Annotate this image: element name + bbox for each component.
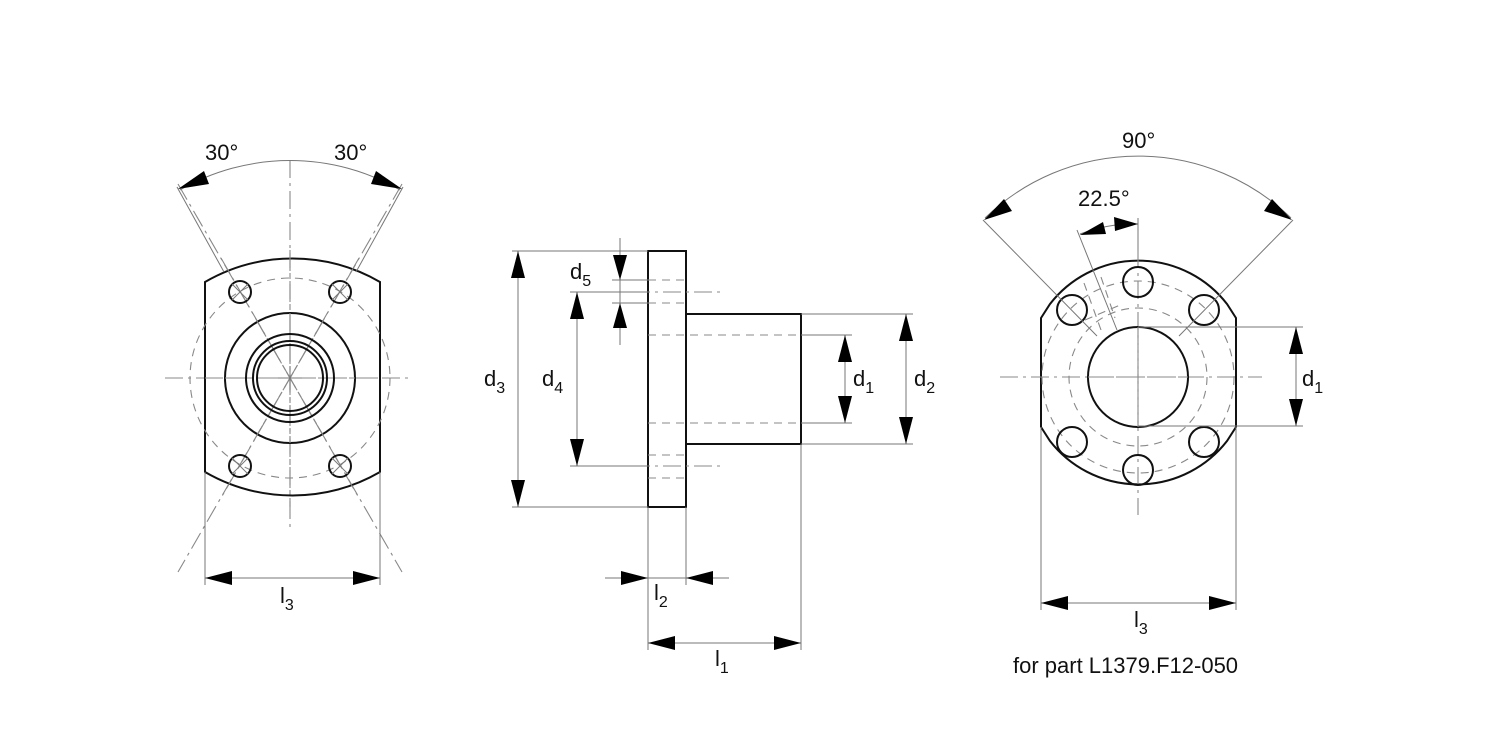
arrowhead — [899, 417, 913, 444]
dim-label-d5: d5 — [570, 259, 591, 290]
arrowhead — [1041, 596, 1068, 610]
side-view: d3 d4 d5 d1 d2 l2 — [484, 238, 935, 677]
dim-label-d3: d3 — [484, 366, 505, 397]
arrowhead — [205, 571, 232, 585]
angle-label-left: 30° — [205, 140, 238, 165]
front-view-left: 30° 30° l3 — [165, 140, 412, 614]
arrowhead — [1289, 399, 1303, 426]
inner-hidden-circle — [1068, 307, 1208, 447]
dim-label-d2: d2 — [914, 366, 935, 397]
bolt-circle — [189, 277, 391, 479]
bolt-hole — [328, 280, 352, 304]
hidden-lines — [648, 279, 801, 479]
angle-label-90: 90° — [1122, 128, 1155, 153]
angle-label-22-5: 22.5° — [1078, 186, 1130, 211]
flange-section — [647, 250, 687, 508]
arrowhead — [613, 303, 627, 328]
dim-label-l2: l2 — [654, 580, 668, 611]
dim-label-d1: d1 — [853, 366, 874, 397]
bolt-hole — [1188, 426, 1220, 458]
bolt-hole — [1056, 294, 1088, 326]
arrowhead — [570, 439, 584, 466]
arrowhead — [1264, 199, 1292, 220]
arrowhead — [899, 314, 913, 341]
angle-arc-90 — [984, 155, 1292, 219]
body-section — [685, 313, 802, 445]
part-caption: for part L1379.F12-050 — [1013, 653, 1238, 678]
angle-extension-line — [1076, 229, 1118, 331]
arrowhead — [613, 255, 627, 280]
arrowhead — [621, 571, 648, 585]
arrowhead — [570, 292, 584, 319]
angle-arc — [179, 160, 401, 191]
bolt-hole — [1056, 426, 1088, 458]
bolt-hole — [1122, 454, 1154, 486]
nut-bore — [256, 344, 324, 412]
hole-crosshairs — [231, 283, 349, 475]
angle-extension-line — [1178, 219, 1294, 337]
nut-middle-ring — [252, 340, 328, 416]
bolt-hole — [1122, 266, 1154, 298]
arrowhead — [1289, 327, 1303, 354]
arrowhead — [511, 251, 525, 278]
bolt-hole — [328, 454, 352, 478]
angle-label-right: 30° — [334, 140, 367, 165]
bolt-hole — [1188, 294, 1220, 326]
nut-outer-ring — [245, 333, 335, 423]
arrowhead — [178, 171, 209, 189]
angle-extension-line — [176, 186, 225, 273]
front-view-right: 90° 22.5° d1 l3 for part L1379.F12-050 — [982, 128, 1323, 678]
dim-label-d1: d1 — [1302, 366, 1323, 397]
bolt-hole — [228, 280, 252, 304]
arrowhead — [353, 571, 380, 585]
bolt-circle — [1041, 280, 1235, 474]
dim-label-l1: l1 — [715, 646, 729, 677]
dim-label-l3: l3 — [280, 583, 294, 614]
arrowhead — [371, 171, 402, 189]
hidden-slot — [1083, 276, 1121, 331]
arrowhead — [511, 480, 525, 507]
angle-extension-line — [982, 219, 1098, 337]
dim-label-d4: d4 — [542, 366, 563, 397]
arrowhead — [838, 335, 852, 362]
bolt-hole — [228, 454, 252, 478]
arrowhead — [686, 571, 713, 585]
arrowhead — [1080, 222, 1106, 235]
arrowhead — [648, 636, 675, 650]
angle-extension-line — [355, 186, 404, 273]
arrowhead — [1114, 217, 1138, 231]
arrowhead — [984, 199, 1012, 220]
arrowhead — [774, 636, 801, 650]
arrowhead — [1209, 596, 1236, 610]
dim-label-l3: l3 — [1134, 607, 1148, 638]
arrowhead — [838, 396, 852, 423]
